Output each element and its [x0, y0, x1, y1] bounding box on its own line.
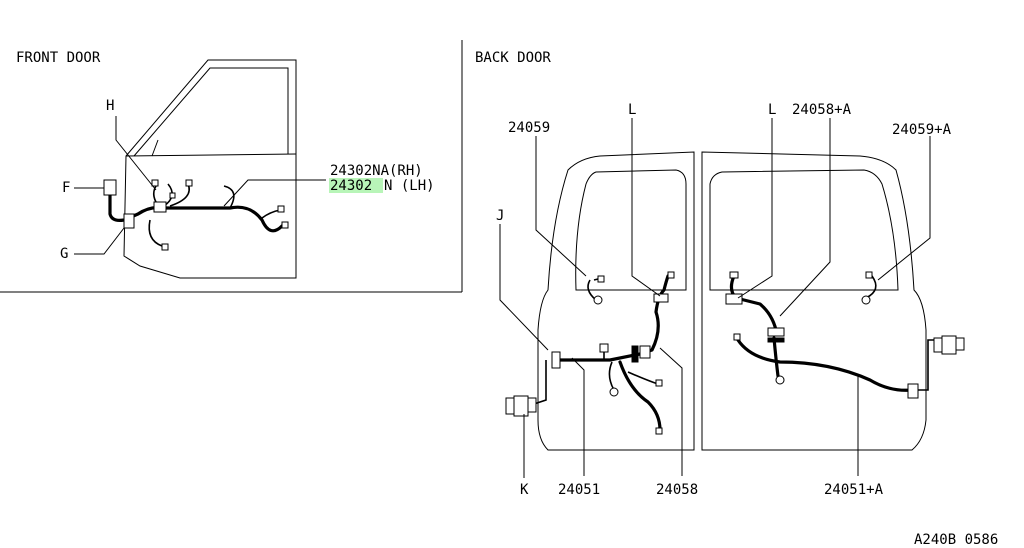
part-24302-highlighted: 24302	[330, 178, 372, 194]
label-24058A: 24058+A	[792, 102, 852, 118]
label-H: H	[106, 98, 114, 114]
label-K: K	[520, 482, 529, 498]
back-door-title: BACK DOOR	[475, 50, 551, 66]
label-L-left: L	[628, 102, 636, 118]
part-24302N-lh-suffix: N (LH)	[384, 178, 435, 194]
part-24302NA-rh: 24302NA(RH)	[330, 163, 423, 179]
label-24051: 24051	[558, 482, 600, 498]
part-highlight	[329, 178, 383, 193]
label-L-right: L	[768, 102, 776, 118]
label-F: F	[62, 180, 70, 196]
label-24059A: 24059+A	[892, 122, 952, 138]
back-door-drawing	[499, 118, 965, 478]
diagram-code: A240B 0586	[914, 532, 998, 548]
label-J: J	[496, 208, 504, 224]
label-24058: 24058	[656, 482, 698, 498]
front-door-drawing	[74, 59, 326, 279]
label-24059: 24059	[508, 120, 550, 136]
label-G: G	[60, 246, 68, 262]
label-24051A: 24051+A	[824, 482, 884, 498]
front-door-title: FRONT DOOR	[16, 50, 101, 66]
